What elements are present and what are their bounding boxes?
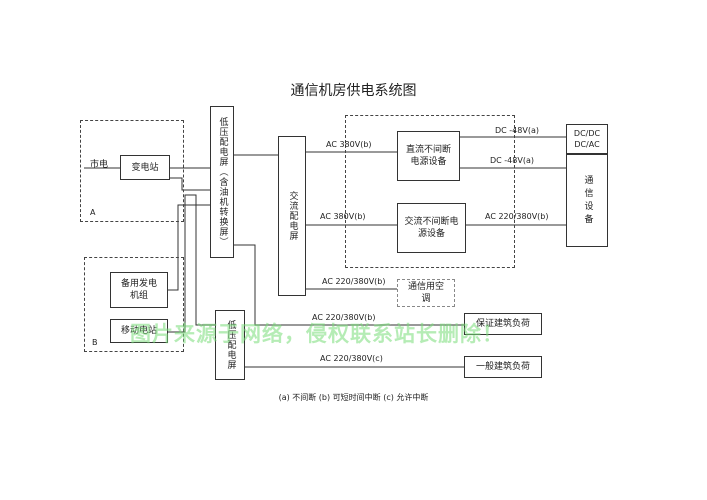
city-power-label: 市电 [90,160,109,170]
legend: (a) 不间断 (b) 可短时间中断 (c) 允许中断 [278,393,429,402]
dc-48-label-1: DC -48V(a) [495,126,539,135]
zone-a-frame [80,120,184,222]
comm-equipment-box: 通信设备 [566,154,608,247]
comm-aircon-label: 通信用空调 [407,282,444,304]
ac-380-mid-label: AC 380V(b) [320,212,366,221]
ac-220-load-label: AC 220/380V(b) [312,313,376,322]
dc-48-label-2: DC -48V(a) [490,156,534,165]
lv-panel-1: 低压配电屏（含油机转换屏） [210,106,234,258]
guaranteed-load-box: 保证建筑负荷 [464,313,542,335]
lv-panel-2-label: 低压配电屏 [225,320,236,370]
mobile-station-box: 移动电站 [110,319,168,343]
generator-box: 备用发电机组 [110,272,168,308]
ac-panel-label: 交流配电屏 [287,191,298,241]
zone-a-label: A [90,208,96,217]
converter-box: DC/DC DC/AC [566,124,608,154]
comm-aircon-box: 通信用空调 [397,279,455,307]
ac-ups-box: 交流不间断电源设备 [397,203,466,253]
comm-equipment-label: 通信设备 [582,174,593,227]
substation-box: 变电站 [120,155,170,180]
ac-220-ups-label: AC 220/380V(b) [485,212,549,221]
lv-panel-1-label: 低压配电屏（含油机转换屏） [217,117,228,247]
zone-b-frame [84,257,184,352]
converter-dcdc-label: DC/DC [573,129,601,138]
ups-zone-frame [345,115,515,268]
general-load-box: 一般建筑负荷 [464,356,542,378]
lv-panel-2: 低压配电屏 [215,310,245,380]
ac-380-top-label: AC 380V(b) [326,140,372,149]
dc-ups-box: 直流不间断电源设备 [397,131,460,181]
ac-panel: 交流配电屏 [278,136,306,296]
zone-b-label: B [92,338,98,347]
diagram-title: 通信机房供电系统图 [290,83,417,99]
converter-dcac-label: DC/AC [574,140,600,149]
ac-220-aircon-label: AC 220/380V(b) [322,277,386,286]
ac-220-c-label: AC 220/380V(c) [320,354,383,363]
